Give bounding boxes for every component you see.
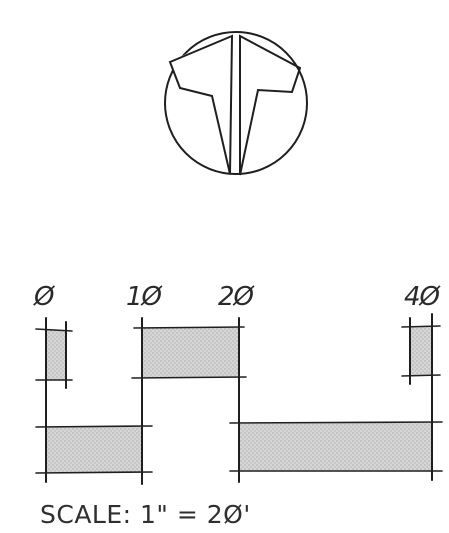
tick-label-40: 4Ø bbox=[404, 282, 442, 312]
upper-line-top-right bbox=[401, 325, 441, 328]
north-arrow-icon bbox=[164, 31, 308, 176]
north-arrow-circle bbox=[164, 31, 308, 175]
scale-tick-labels: Ø 1Ø 2Ø 4Ø bbox=[33, 282, 443, 312]
tick-label-20: 2Ø bbox=[218, 282, 256, 312]
lower-line-top-right bbox=[229, 421, 443, 424]
scale-caption: SCALE: 1" = 2Ø' bbox=[40, 500, 251, 529]
scale-block-0-upper bbox=[46, 330, 66, 380]
tick-label-10: 1Ø bbox=[126, 282, 164, 312]
upper-line-bottom-right bbox=[401, 374, 441, 377]
upper-line-bottom-mid bbox=[131, 376, 247, 379]
scale-bar-lower-row bbox=[35, 421, 443, 474]
lower-line-bottom-left bbox=[35, 471, 153, 474]
north-arrow-left-wing bbox=[168, 33, 233, 173]
upper-line-top-mid bbox=[133, 326, 245, 329]
lower-line-top-left bbox=[35, 425, 153, 428]
tick-label-0: Ø bbox=[33, 282, 56, 312]
scale-division-lines bbox=[45, 313, 433, 485]
scale-block-10-20-upper bbox=[142, 328, 239, 377]
scale-block-0-10-lower bbox=[46, 427, 142, 472]
scale-block-20-40-lower bbox=[239, 423, 432, 471]
north-arrow-right-shape bbox=[239, 34, 302, 176]
scale-block-40-upper bbox=[410, 326, 432, 376]
north-arrow-left-shape bbox=[168, 34, 234, 175]
scale-bar-upper-row bbox=[35, 317, 441, 389]
